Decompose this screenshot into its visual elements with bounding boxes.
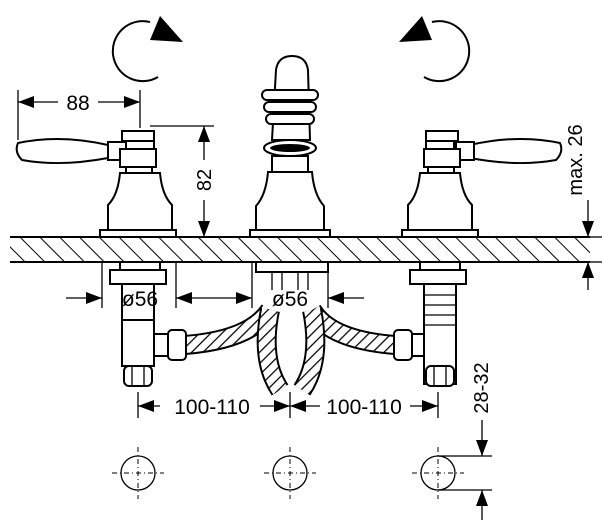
center-hole-diameter-label: ø56: [272, 288, 308, 311]
hole-spread-label: 28-32: [471, 362, 493, 413]
center-diverter: [249, 54, 331, 290]
braided-hoses: [153, 303, 425, 396]
left-spacing-label: 100-110: [174, 396, 250, 419]
dimension-valve-height: 82: [150, 125, 216, 237]
rotate-clockwise-icon: [111, 16, 183, 83]
left-valve: [15, 130, 177, 387]
max-thickness-label: max. 26: [565, 124, 587, 195]
left-hole-diameter-label: ø56: [122, 288, 158, 311]
mounting-hole-center: [264, 447, 316, 499]
dimension-handle-reach: 88: [17, 90, 141, 140]
dimension-hole-spread: 28-32: [438, 362, 493, 520]
right-valve: [401, 130, 563, 387]
valve-height-label: 82: [194, 169, 216, 191]
dimension-left-hole-diameter: ø56: [66, 262, 214, 311]
dimension-max-thickness: max. 26: [565, 124, 602, 290]
dimension-center-hole-diameter: ø56: [214, 262, 364, 311]
mounting-hole-right: [412, 447, 464, 499]
dimension-spacing: 100-110 100-110: [137, 392, 439, 419]
handle-reach-label: 88: [66, 92, 89, 115]
countertop-section: [10, 236, 590, 263]
mounting-hole-left: [112, 447, 164, 499]
rotate-counterclockwise-icon: [399, 16, 471, 83]
right-spacing-label: 100-110: [326, 396, 402, 419]
